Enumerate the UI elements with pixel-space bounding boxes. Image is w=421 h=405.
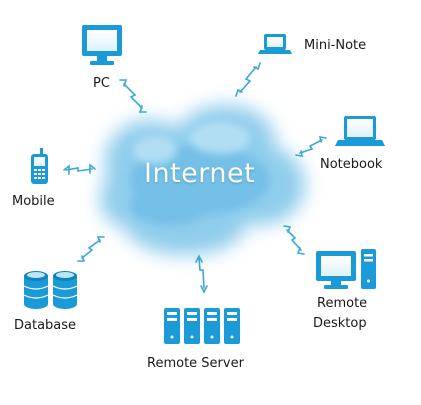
- mobile-phone-icon: [31, 148, 48, 184]
- internet-label: Internet: [144, 158, 256, 189]
- node-label-database: Database: [14, 318, 77, 333]
- connector-pc: [119, 79, 147, 113]
- desktop-monitor-icon: [82, 25, 122, 65]
- connector-remote-desktop: [283, 225, 305, 255]
- node-label-remote-server: Remote Server: [147, 356, 244, 371]
- desktop-tower-icon: [316, 249, 376, 289]
- node-label-mobile: Mobile: [12, 194, 55, 209]
- connector-remote-server: [195, 254, 208, 294]
- connector-mini-note: [235, 62, 261, 97]
- node-label-remote-desktop-line2: Desktop: [313, 316, 367, 331]
- internet-cloud: [100, 105, 305, 255]
- node-label-mini-note: Mini-Note: [304, 38, 367, 53]
- connector-notebook: [295, 136, 327, 157]
- node-label-pc: PC: [93, 76, 110, 91]
- node-label-notebook: Notebook: [320, 157, 383, 172]
- connector-database: [77, 236, 105, 262]
- mini-laptop-icon: [258, 34, 292, 54]
- server-rack-icon: [164, 308, 240, 344]
- database-icon: [23, 271, 78, 309]
- connector-mobile: [63, 163, 96, 175]
- laptop-icon: [335, 116, 385, 146]
- node-label-remote-desktop-line1: Remote: [317, 296, 368, 311]
